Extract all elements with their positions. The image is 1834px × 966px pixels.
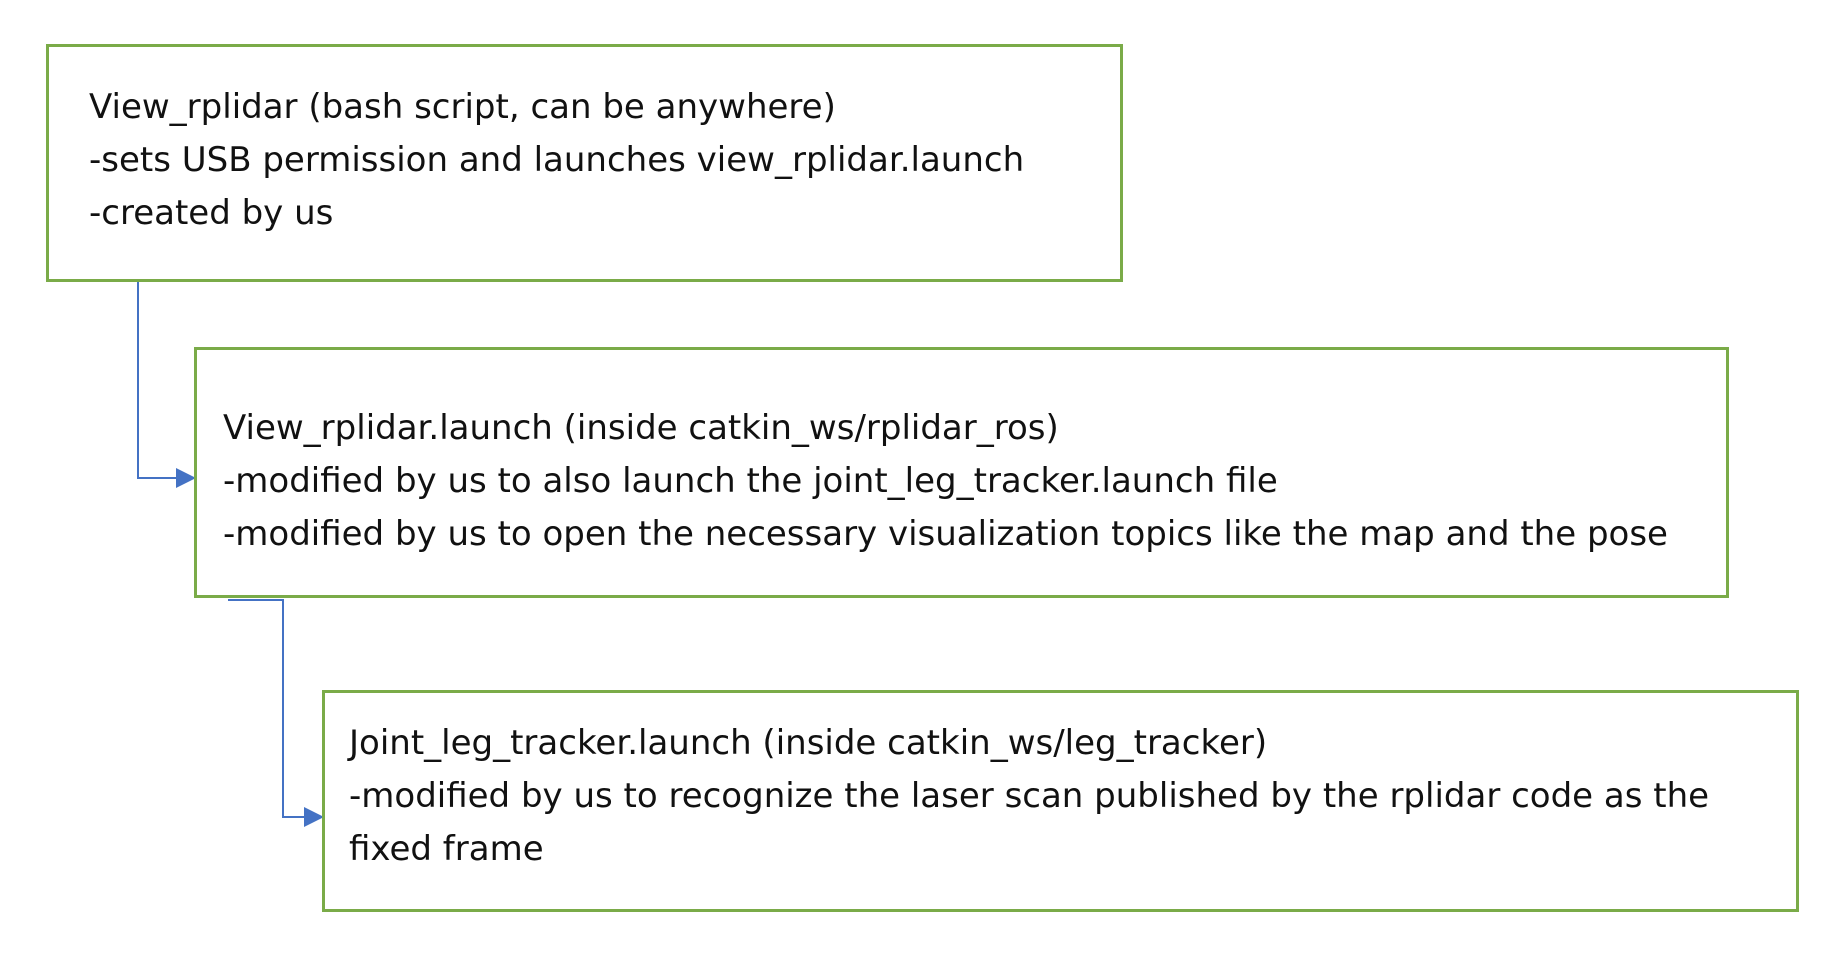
arrowhead-icon [176, 468, 196, 488]
connector-line [228, 599, 308, 818]
node-view-rplidar-script: View_rplidar (bash script, can be anywhe… [46, 44, 1123, 282]
node-note: -modified by us to recognize the laser s… [349, 776, 1710, 816]
node-title: View_rplidar.launch (inside catkin_ws/rp… [223, 408, 1059, 448]
node-note: -modified by us to open the necessary vi… [223, 514, 1668, 554]
edge-launch-to-tracker [228, 599, 324, 827]
node-note: fixed frame [349, 829, 544, 869]
node-text: View_rplidar (bash script, can be anywhe… [89, 81, 1024, 240]
node-title: Joint_leg_tracker.launch (inside catkin_… [349, 723, 1268, 763]
connector-line [80, 280, 180, 479]
node-text: View_rplidar.launch (inside catkin_ws/rp… [223, 402, 1668, 561]
node-text: Joint_leg_tracker.launch (inside catkin_… [349, 717, 1709, 876]
node-note: -sets USB permission and launches view_r… [89, 140, 1025, 180]
node-title: View_rplidar (bash script, can be anywhe… [89, 87, 836, 127]
arrowhead-icon [304, 807, 324, 827]
node-note: -created by us [89, 193, 334, 233]
node-view-rplidar-launch: View_rplidar.launch (inside catkin_ws/rp… [194, 347, 1729, 598]
node-note: -modified by us to also launch the joint… [223, 461, 1278, 501]
node-joint-leg-tracker-launch: Joint_leg_tracker.launch (inside catkin_… [322, 690, 1799, 912]
edge-script-to-launch [80, 280, 196, 488]
